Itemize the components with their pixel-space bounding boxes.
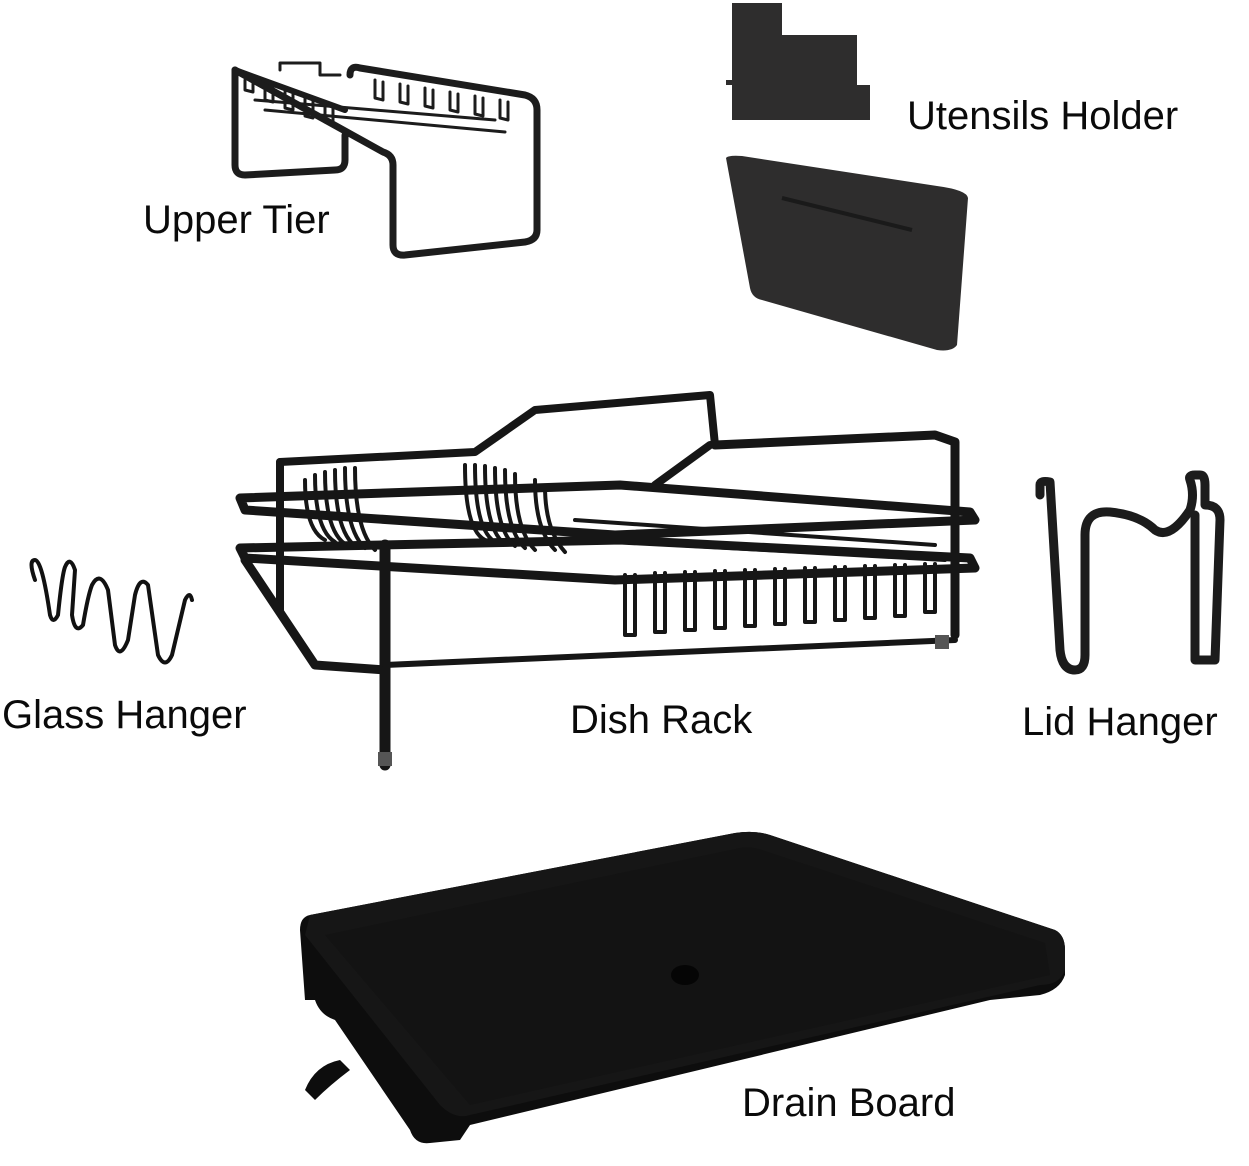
lid-hanger-illustration: Lid Hanger [1022, 470, 1230, 742]
upper-tier-illustration: Upper Tier [143, 60, 545, 260]
upper-tier-wire-shelf-icon [231, 61, 541, 259]
drain-board-tray-icon [300, 831, 1065, 1144]
dish-rack-wire-frame-icon [235, 391, 980, 771]
lid-hanger-wire-icon [1035, 470, 1225, 675]
utensils-holder-illustration: Utensils Holder [722, 0, 1178, 360]
glass-hanger-illustration: Glass Hanger [2, 555, 247, 735]
drain-board-label: Drain Board [742, 1081, 956, 1125]
dish-rack-illustration: Dish Rack [235, 390, 980, 775]
glass-hanger-wire-icon [29, 558, 194, 665]
lid-hanger-label: Lid Hanger [1022, 700, 1218, 744]
utensils-holder-label: Utensils Holder [907, 94, 1179, 138]
drain-board-illustration: Drain Board [290, 825, 1075, 1165]
dish-rack-label: Dish Rack [570, 698, 753, 742]
glass-hanger-label: Glass Hanger [2, 693, 247, 737]
upper-tier-label: Upper Tier [143, 198, 330, 242]
utensils-holder-cups-icon [726, 3, 968, 351]
